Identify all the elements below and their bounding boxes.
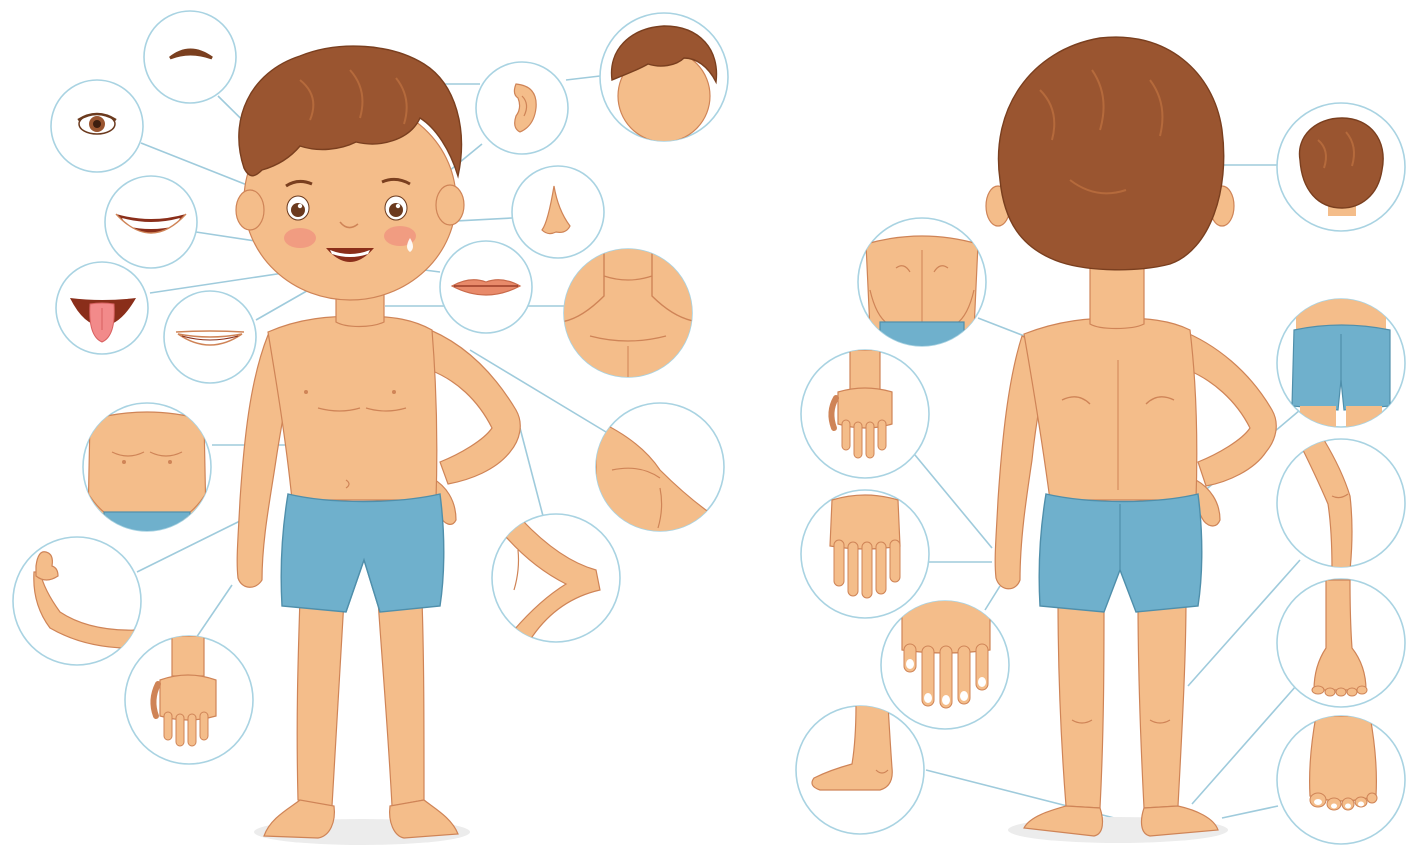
back-view-boy [986,37,1276,843]
ear-icon [476,62,568,154]
arm-thumb-icon [13,537,141,665]
eyebrow-icon [144,11,236,103]
chest-icon [83,403,211,532]
nose-icon [512,166,604,258]
head-hair-front-icon [600,13,728,142]
swim-shorts [281,494,444,612]
left-leg [297,598,344,806]
elbow-icon [492,514,620,642]
head-back-icon [1277,103,1405,231]
fingers-icon [801,490,929,618]
back-of-hand-icon [801,350,929,478]
smile-teeth-icon [105,176,197,268]
back-of-knee-icon [1277,439,1405,570]
lips-icon [440,241,532,333]
grin-icon [164,291,256,383]
shoulder-icon [596,403,724,540]
right-leg [378,600,424,806]
torso [268,316,437,500]
eye-icon [51,80,143,172]
fingernails-icon [881,600,1009,729]
upper-back-icon [858,218,986,348]
buttocks-icon [1277,296,1405,436]
ankle-foot-icon [1277,579,1405,707]
toes-icon [1277,716,1405,844]
front-view-boy [236,46,520,845]
back-hair [998,37,1223,270]
neck-icon [560,240,700,390]
calf-heel-icon [796,704,924,834]
tongue-out-icon [56,262,148,354]
back-torso [1024,318,1197,500]
hand-palm-icon [125,636,253,764]
